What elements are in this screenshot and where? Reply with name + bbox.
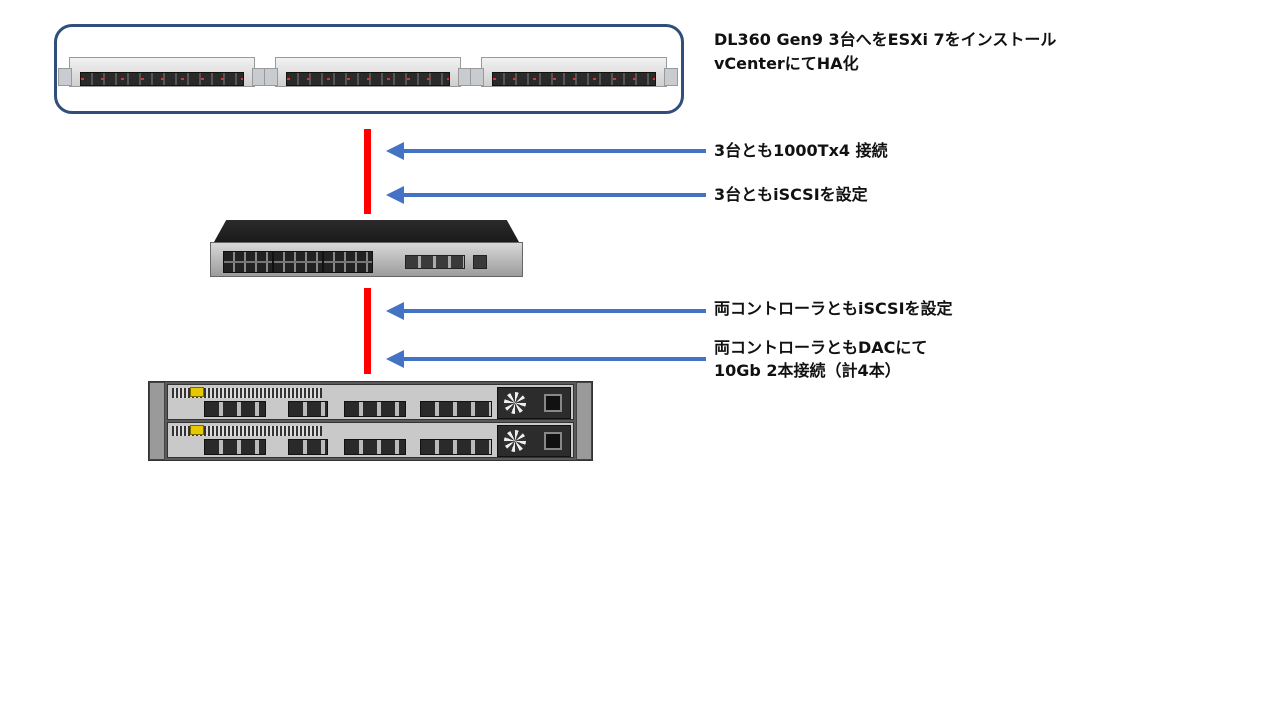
- arrow-shaft: [402, 193, 706, 197]
- rack-server-icon: [470, 57, 678, 87]
- network-switch-icon: [210, 220, 523, 277]
- lower-link-label-2-line2: 10Gb 2本接続（計4本）: [714, 361, 901, 380]
- arrow-shaft: [402, 149, 706, 153]
- upper-link-label-2: 3台ともiSCSIを設定: [714, 185, 868, 204]
- arrow-head: [386, 302, 404, 320]
- servers-title-line2: vCenterにてHA化: [714, 54, 859, 73]
- lower-link-label-1: 両コントローラともiSCSIを設定: [714, 299, 953, 318]
- servers-title-line1: DL360 Gen9 3台へをESXi 7をインストール: [714, 30, 1057, 49]
- arrow-shaft: [402, 357, 706, 361]
- arrow-head: [386, 142, 404, 160]
- switch-storage-connection-line: [364, 288, 371, 374]
- lower-link-label-2-line1: 両コントローラともDACにて: [714, 338, 928, 357]
- server-switch-connection-line: [364, 129, 371, 214]
- upper-link-label-1: 3台とも1000Tx4 接続: [714, 141, 888, 160]
- arrow-head: [386, 350, 404, 368]
- storage-array-icon: [148, 381, 593, 461]
- arrow-head: [386, 186, 404, 204]
- server-group-frame: [54, 24, 684, 114]
- rack-server-icon: [58, 57, 266, 87]
- rack-server-icon: [264, 57, 472, 87]
- arrow-shaft: [402, 309, 706, 313]
